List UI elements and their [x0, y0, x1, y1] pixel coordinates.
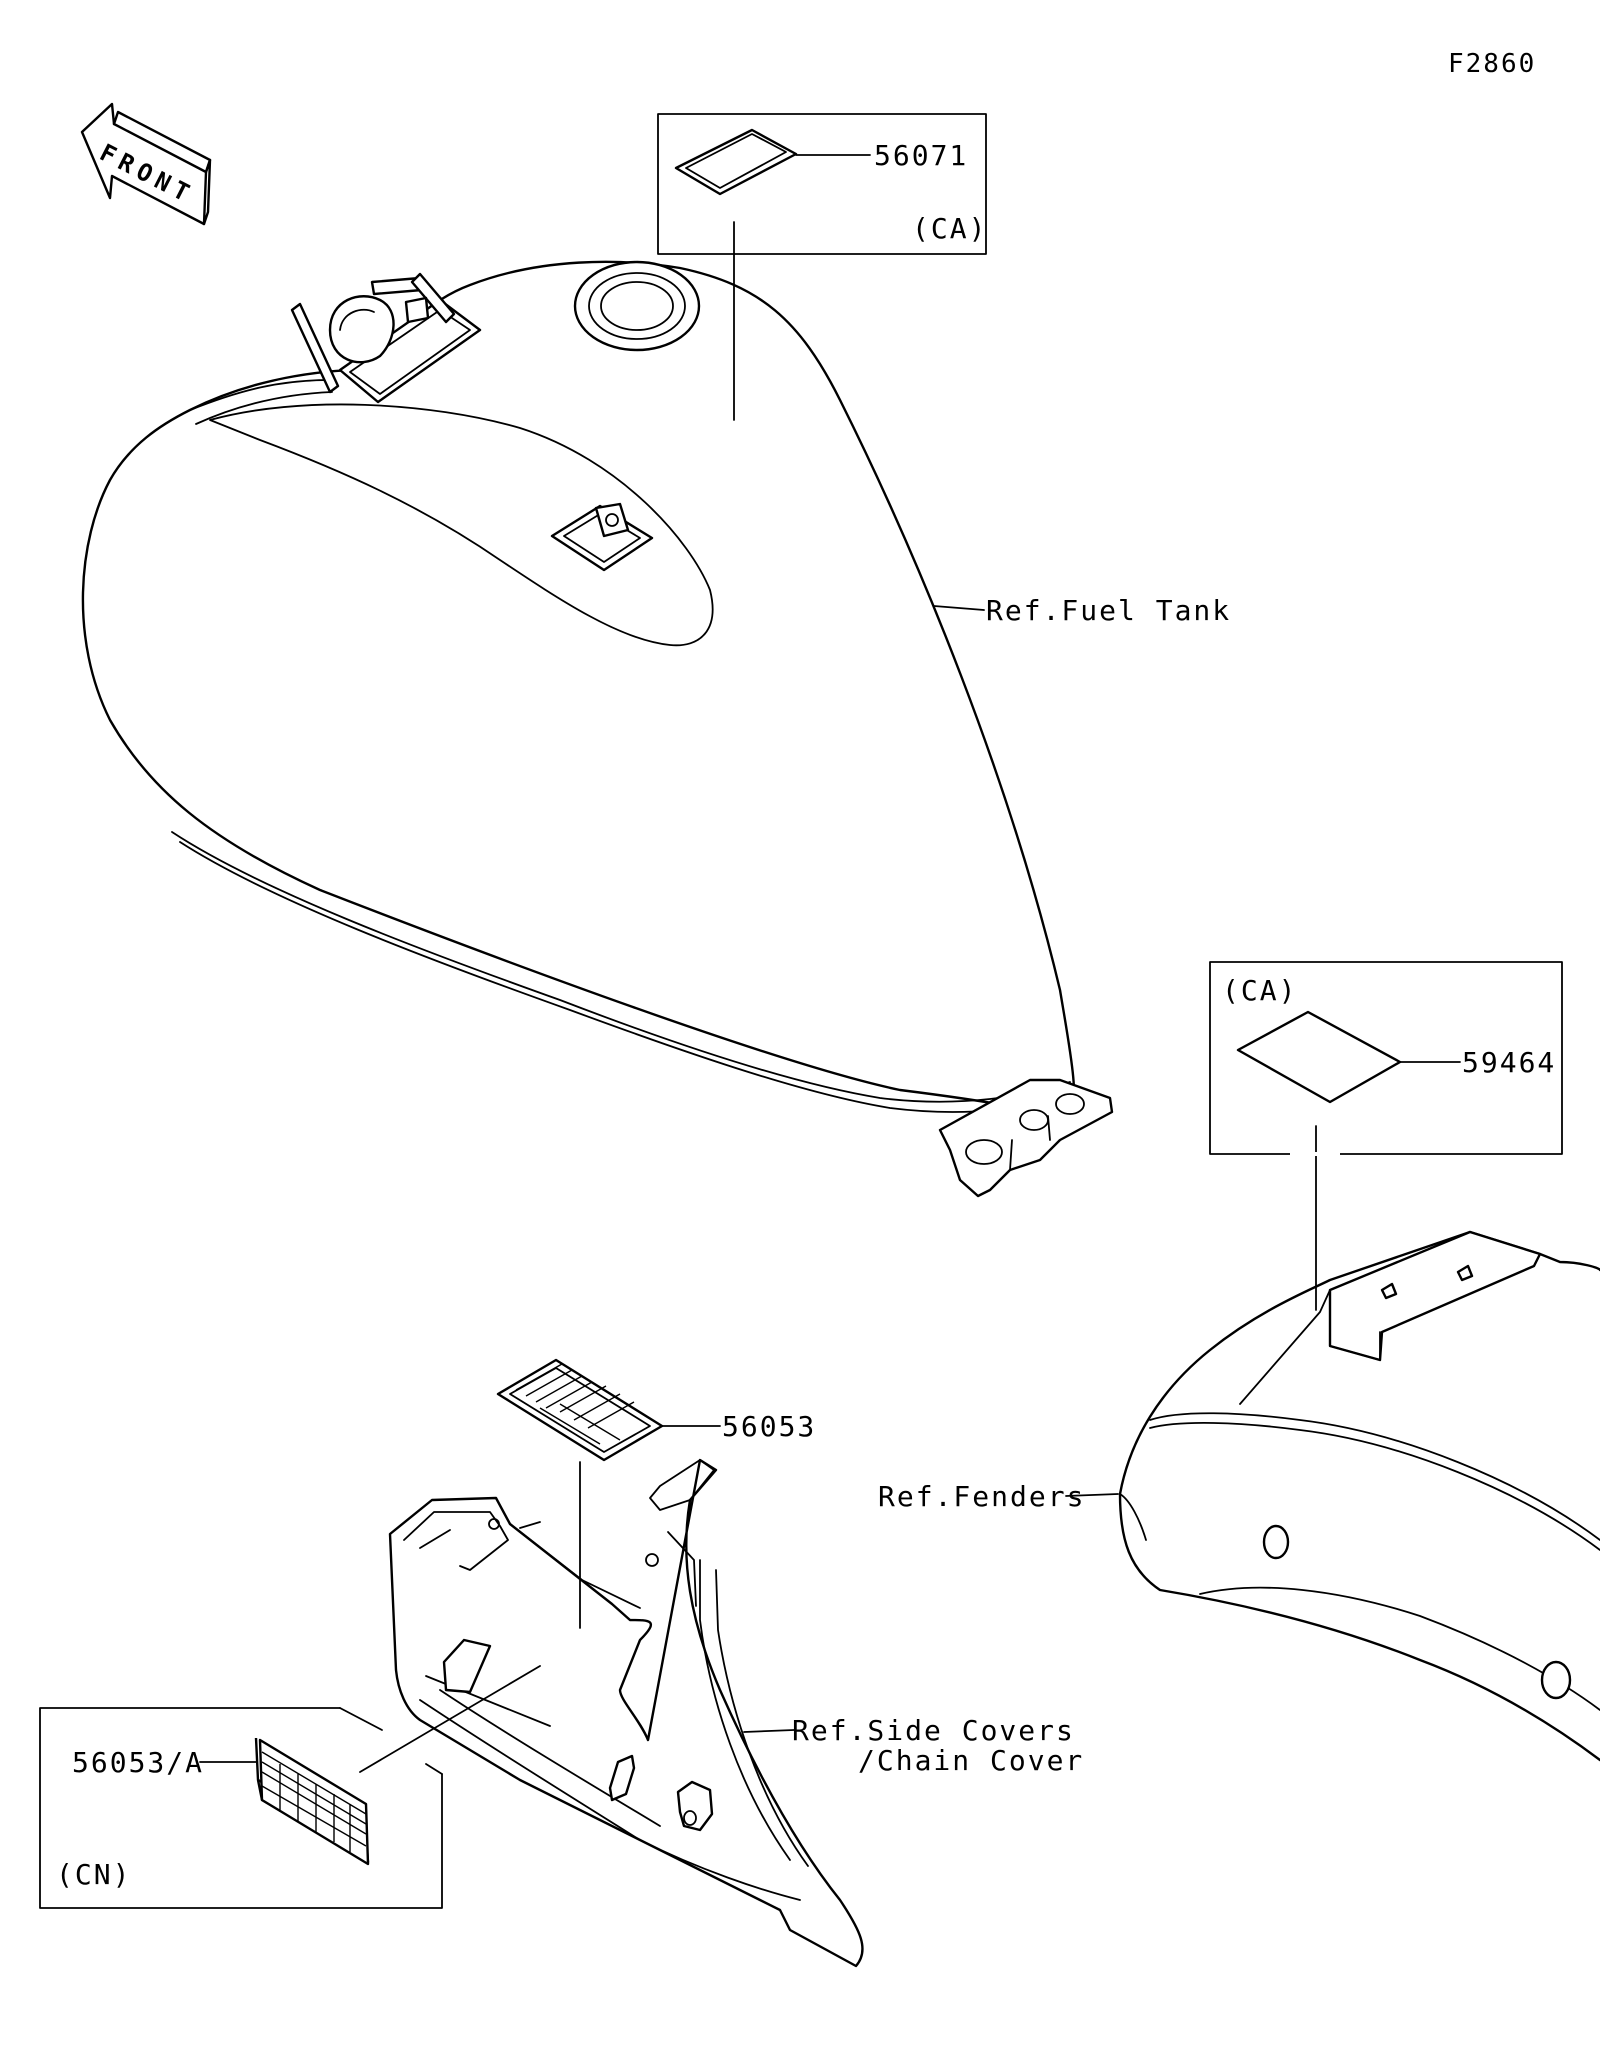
callout-box-56053a	[39, 1707, 443, 1909]
fuel-gauge-housing	[550, 502, 654, 572]
fender-bolt-hole-2	[1540, 1660, 1572, 1700]
side-cover-grommet	[676, 1780, 714, 1832]
front-arrow-icon: FRONT	[80, 102, 212, 226]
label-56053a-group: 56053/A (CN)	[39, 1665, 541, 1909]
region-cn-56053a: (CN)	[56, 1858, 131, 1891]
part-number-56053[interactable]: 56053	[722, 1410, 816, 1443]
leader-side-covers	[743, 1729, 795, 1733]
leader-56053a	[359, 1665, 541, 1773]
callout-box-56071	[657, 113, 987, 255]
rear-fender: Ref.Fenders	[878, 1230, 1600, 1762]
ref-fuel-tank[interactable]: Ref.Fuel Tank	[986, 594, 1231, 627]
region-ca-56071: (CA)	[912, 212, 987, 245]
leader-fenders	[1065, 1493, 1119, 1497]
label-59464-group: (CA) 59464	[1209, 961, 1563, 1311]
side-chain-cover: Ref.Side Covers /Chain Cover	[388, 1458, 1084, 1968]
fender-bolt-hole-1	[1262, 1524, 1290, 1560]
tank-mount-bracket	[938, 1078, 1114, 1198]
label-59464-decal	[1236, 1010, 1402, 1104]
tank-breather-valve	[290, 272, 482, 404]
side-cover-slot	[608, 1754, 636, 1802]
label-56053-group: 56053	[496, 1358, 816, 1629]
part-number-56053a[interactable]: 56053/A	[72, 1746, 204, 1779]
callout-box-59464	[1209, 961, 1563, 1155]
label-56053-decal	[496, 1358, 664, 1462]
part-number-56071[interactable]: 56071	[874, 139, 968, 172]
side-cover-label-slot	[442, 1638, 492, 1694]
label-56071-decal	[674, 128, 798, 196]
ref-side-covers-line2[interactable]: /Chain Cover	[858, 1744, 1084, 1777]
figure-id: F2860	[1448, 49, 1536, 79]
ref-side-covers-line1[interactable]: Ref.Side Covers	[792, 1714, 1075, 1747]
label-56053a-decal	[258, 1738, 370, 1866]
fuel-tank: Ref.Fuel Tank	[81, 260, 1231, 1198]
leader-fuel-tank	[933, 605, 985, 611]
ref-fenders[interactable]: Ref.Fenders	[878, 1480, 1085, 1513]
label-56071-group: 56071 (CA)	[657, 113, 987, 421]
region-ca-59464: (CA)	[1222, 974, 1297, 1007]
fender-top-bracket	[1328, 1230, 1542, 1362]
fuel-cap	[573, 260, 701, 352]
part-number-59464[interactable]: 59464	[1462, 1046, 1556, 1079]
tank-top-panel	[209, 403, 714, 647]
